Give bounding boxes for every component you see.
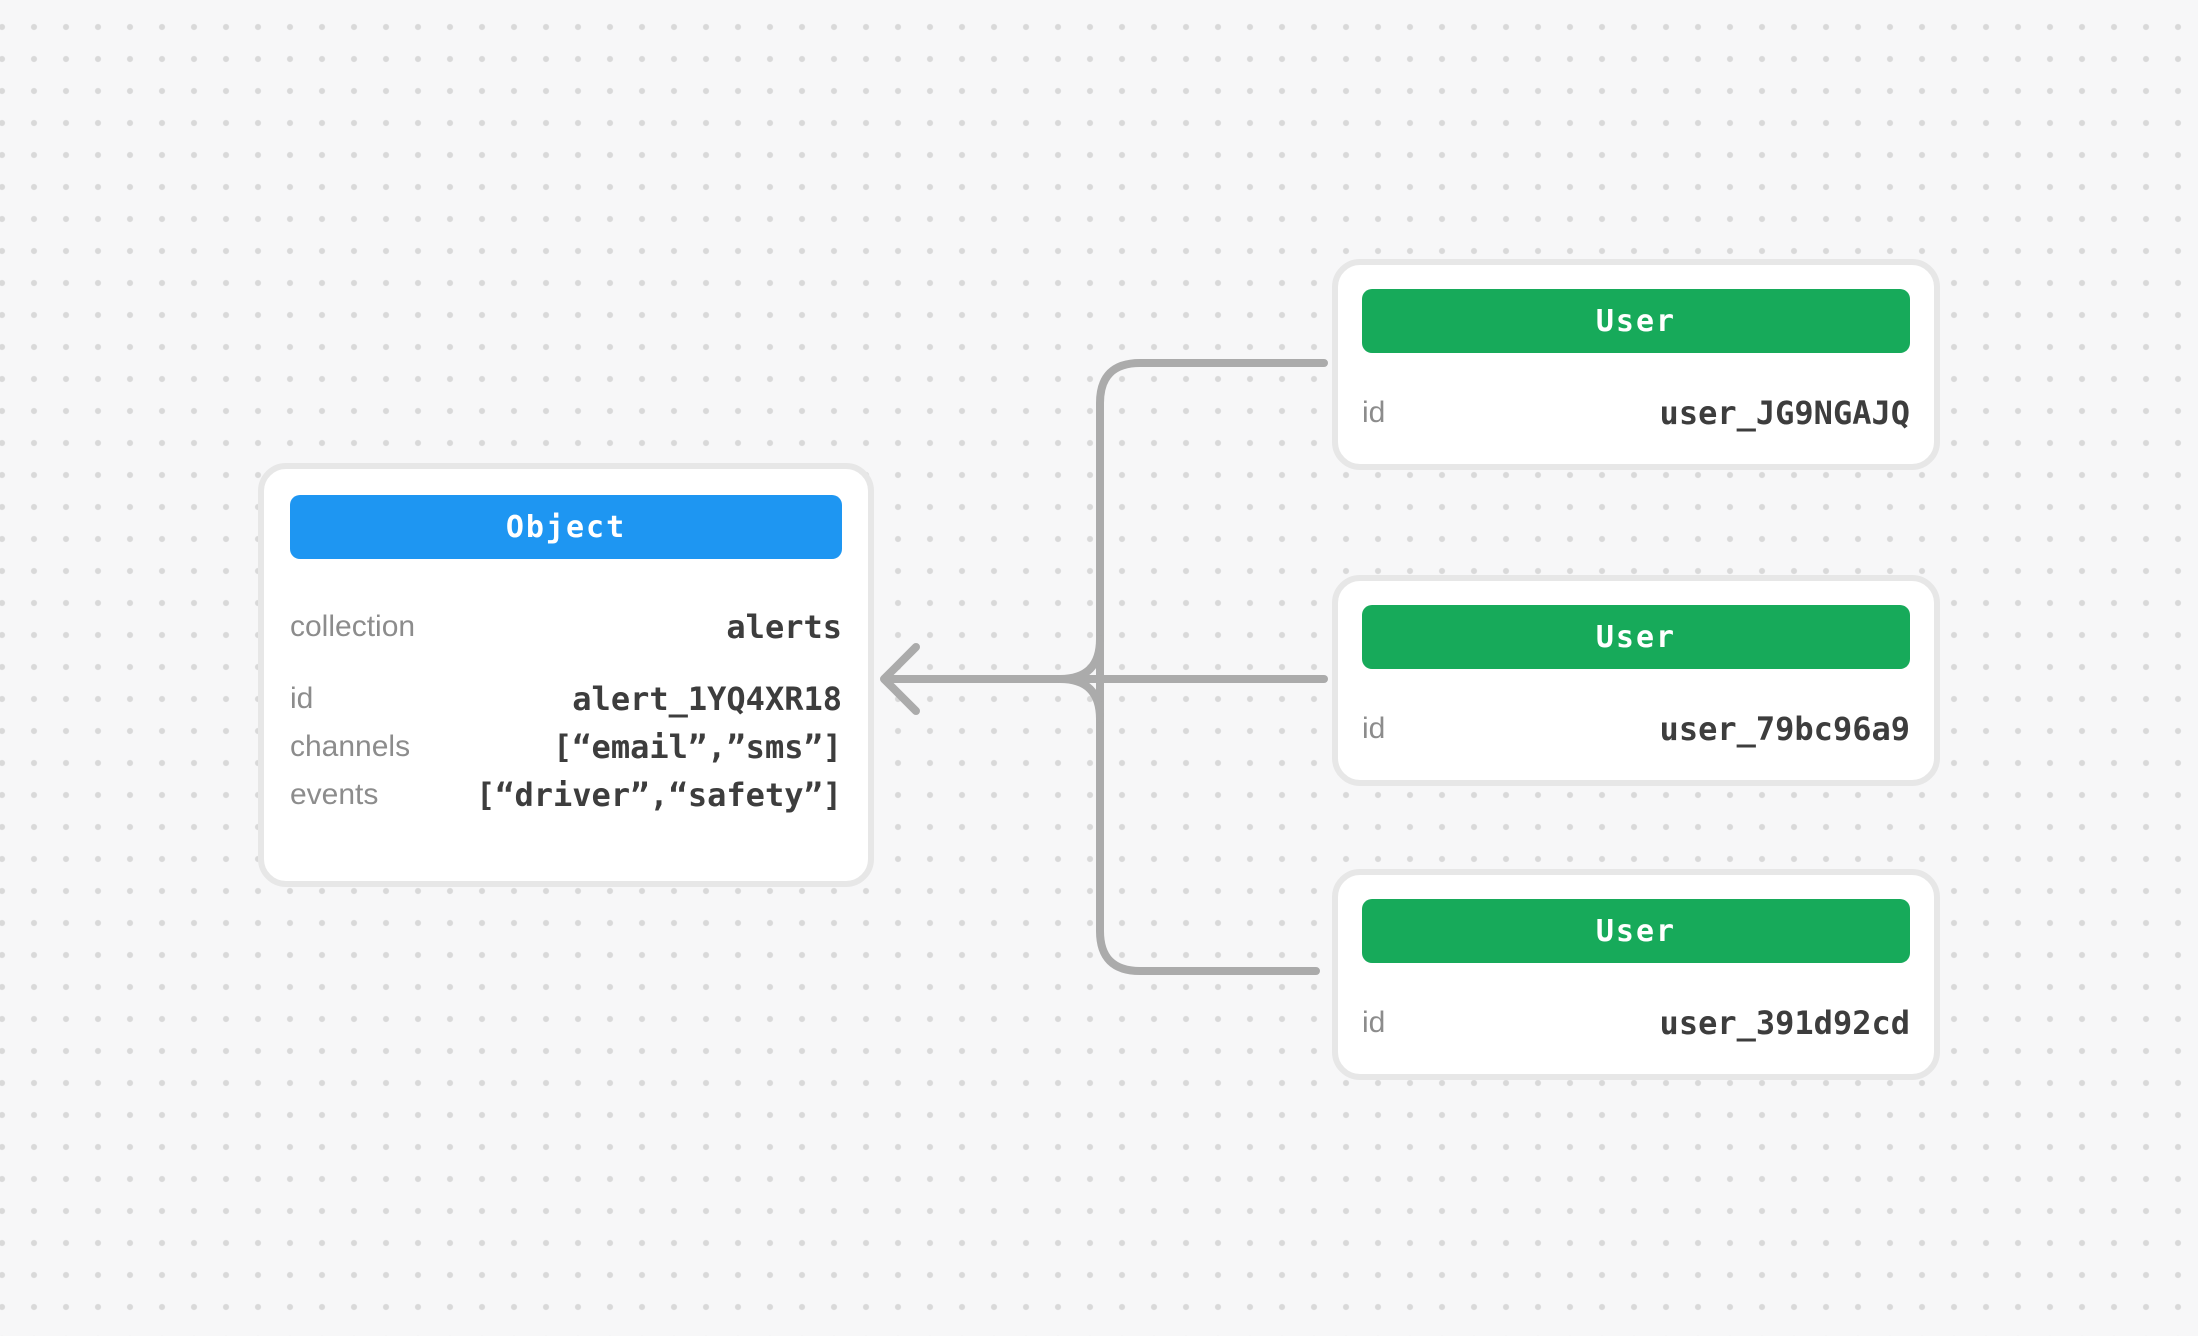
connector-branch-path (1096, 359, 1328, 975)
field-row-channels: channels [“email”,”sms”] (290, 723, 842, 771)
field-row-id: id user_79bc96a9 (1362, 705, 1910, 753)
connector-fillet-top (1056, 635, 1104, 683)
field-label: events (290, 778, 379, 811)
field-row-id: id alert_1YQ4XR18 (290, 675, 842, 723)
field-label: id (290, 682, 314, 715)
user-node-header: User (1362, 899, 1910, 963)
user-node-2[interactable]: User id user_79bc96a9 (1332, 575, 1940, 786)
object-node-header: Object (290, 495, 842, 559)
field-row-id: id user_JG9NGAJQ (1362, 389, 1910, 437)
field-value: user_391d92cd (1659, 1004, 1910, 1042)
connector-fillet-bottom (1056, 675, 1104, 723)
field-value: [“email”,”sms”] (553, 728, 842, 766)
field-label: channels (290, 730, 411, 763)
field-value: user_79bc96a9 (1659, 710, 1910, 748)
user-node-3[interactable]: User id user_391d92cd (1332, 869, 1940, 1080)
arrow-left-icon (880, 643, 920, 715)
field-value: [“driver”,“safety”] (475, 776, 842, 814)
field-label: id (1362, 396, 1386, 429)
object-node[interactable]: Object collection alerts id alert_1YQ4XR… (258, 463, 874, 887)
field-value: alert_1YQ4XR18 (572, 680, 842, 718)
field-label: id (1362, 1006, 1386, 1039)
user-node-header: User (1362, 605, 1910, 669)
field-label: id (1362, 712, 1386, 745)
field-row-collection: collection alerts (290, 603, 842, 651)
field-row-id: id user_391d92cd (1362, 999, 1910, 1047)
field-row-events: events [“driver”,“safety”] (290, 771, 842, 819)
user-node-header: User (1362, 289, 1910, 353)
field-label: collection (290, 610, 416, 643)
user-node-1[interactable]: User id user_JG9NGAJQ (1332, 259, 1940, 470)
object-field-group: id alert_1YQ4XR18 channels [“email”,”sms… (290, 675, 842, 819)
field-value: alerts (726, 608, 842, 646)
field-value: user_JG9NGAJQ (1659, 394, 1910, 432)
